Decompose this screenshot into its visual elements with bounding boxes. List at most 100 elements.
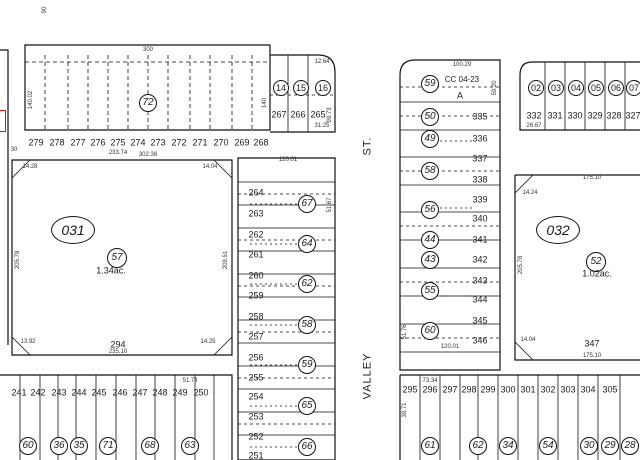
lot-251: 251 <box>248 450 264 460</box>
parcel-54[interactable]: 54 <box>539 437 557 455</box>
parcel-62[interactable]: 62 <box>298 275 316 293</box>
block-031-bottom-dim: 235.10 <box>108 349 128 355</box>
lot-253: 253 <box>248 411 264 422</box>
parcel-72[interactable]: 72 <box>139 94 157 112</box>
lot-342: 342 <box>472 254 488 265</box>
parcel-59-r[interactable]: 59 <box>421 75 439 93</box>
lot-295: 295 <box>402 384 418 395</box>
lot-330: 330 <box>567 110 583 121</box>
lot-337: 337 <box>472 153 488 164</box>
bottom-right-d7334: 73.34 <box>422 378 438 384</box>
parcel-29[interactable]: 29 <box>601 437 619 455</box>
lot-294: 294 <box>110 339 126 350</box>
parcel-30[interactable]: 30 <box>580 437 598 455</box>
parcel-52[interactable]: 52 <box>586 252 606 272</box>
lot-297: 297 <box>442 384 458 395</box>
block-031-corner-nw: 14.28 <box>22 164 38 170</box>
lot-272: 272 <box>171 137 187 148</box>
parcel-63[interactable]: 63 <box>181 437 199 455</box>
parcel-07[interactable]: 07 <box>626 80 640 96</box>
lot-262: 262 <box>248 229 264 240</box>
parcel-15[interactable]: 15 <box>293 80 309 96</box>
parcel-02[interactable]: 02 <box>528 80 544 96</box>
parcel-65[interactable]: 65 <box>298 397 316 415</box>
lot-250: 250 <box>193 387 209 398</box>
lot-346: 346 <box>472 335 488 346</box>
tract-top-dim: 100.29 <box>452 62 472 68</box>
lot-248: 248 <box>152 387 168 398</box>
lot-267: 267 <box>271 109 287 120</box>
lot-279: 279 <box>28 137 44 148</box>
parcel-49[interactable]: 49 <box>421 130 439 148</box>
parcel-14[interactable]: 14 <box>273 80 289 96</box>
block-number-031[interactable]: 031 <box>51 216 95 244</box>
parcel-59[interactable]: 59 <box>298 356 316 374</box>
lot-259: 259 <box>248 290 264 301</box>
lot-347: 347 <box>584 338 600 349</box>
lot-335: 335 <box>472 111 488 122</box>
lot-256: 256 <box>248 352 264 363</box>
parcel-05[interactable]: 05 <box>588 80 604 96</box>
parcel-44[interactable]: 44 <box>421 231 439 249</box>
block-031-right-dim: 209.51 <box>223 250 229 270</box>
lot-278: 278 <box>49 137 65 148</box>
parcel-66[interactable]: 66 <box>298 438 316 456</box>
parcel-16[interactable]: 16 <box>315 80 331 96</box>
parcel-43[interactable]: 43 <box>421 251 439 269</box>
parcel-36[interactable]: 36 <box>50 437 68 455</box>
lot-338: 338 <box>472 174 488 185</box>
lot-254: 254 <box>248 391 264 402</box>
parcel-06[interactable]: 06 <box>608 80 624 96</box>
parcel-68[interactable]: 68 <box>141 437 159 455</box>
lot-331: 331 <box>547 110 563 121</box>
lot-246: 246 <box>112 387 128 398</box>
block-031-top-dim: 233.74 <box>108 150 128 156</box>
lot-242: 242 <box>30 387 46 398</box>
lot-244: 244 <box>71 387 87 398</box>
parcel-62-b[interactable]: 62 <box>469 437 487 455</box>
lot-296: 296 <box>422 384 438 395</box>
lot-247: 247 <box>132 387 148 398</box>
lot-305: 305 <box>602 384 618 395</box>
parcel-56[interactable]: 56 <box>421 201 439 219</box>
mid-right-bottom-dim: 120.01 <box>440 344 460 350</box>
parcel-04[interactable]: 04 <box>568 80 584 96</box>
mid-left-top-dim: 120.01 <box>278 157 298 163</box>
lot-255: 255 <box>248 372 264 383</box>
lot-301: 301 <box>520 384 536 395</box>
lot-327: 327 <box>625 110 640 121</box>
parcel-28[interactable]: 28 <box>621 437 639 455</box>
parcel-58-r[interactable]: 58 <box>421 162 439 180</box>
parcel-03[interactable]: 03 <box>548 80 564 96</box>
parcel-55[interactable]: 55 <box>421 282 439 300</box>
lot-252: 252 <box>248 431 264 442</box>
lot-273: 273 <box>150 137 166 148</box>
parcel-60[interactable]: 60 <box>19 437 37 455</box>
parcel-64[interactable]: 64 <box>298 235 316 253</box>
lot-243: 243 <box>51 387 67 398</box>
lot-263: 263 <box>248 208 264 219</box>
parcel-61[interactable]: 61 <box>421 437 439 455</box>
parcel-34[interactable]: 34 <box>499 437 517 455</box>
top-block-rear-dim: 302.38 <box>138 152 158 158</box>
parcel-71[interactable]: 71 <box>99 437 117 455</box>
parcel-35[interactable]: 35 <box>70 437 88 455</box>
lot-345: 345 <box>472 315 488 326</box>
lot-336: 336 <box>472 133 488 144</box>
lot-298: 298 <box>461 384 477 395</box>
parcel-58[interactable]: 58 <box>298 316 316 334</box>
block-number-032[interactable]: 032 <box>536 216 580 244</box>
parcel-60-r[interactable]: 60 <box>421 322 439 340</box>
mid-left-d5167: 51.67 <box>327 197 333 213</box>
parcel-50[interactable]: 50 <box>421 108 439 126</box>
parcel-67[interactable]: 67 <box>298 195 316 213</box>
block-032-bottom-dim: 175.10 <box>582 353 602 359</box>
bottom-left-d5178: 51.78 <box>182 378 198 384</box>
lot-249: 249 <box>172 387 188 398</box>
lot-269: 269 <box>234 137 250 148</box>
lot-340: 340 <box>472 213 488 224</box>
top-right-d9: 99.73 <box>327 107 333 123</box>
parcel-57[interactable]: 57 <box>107 248 127 268</box>
